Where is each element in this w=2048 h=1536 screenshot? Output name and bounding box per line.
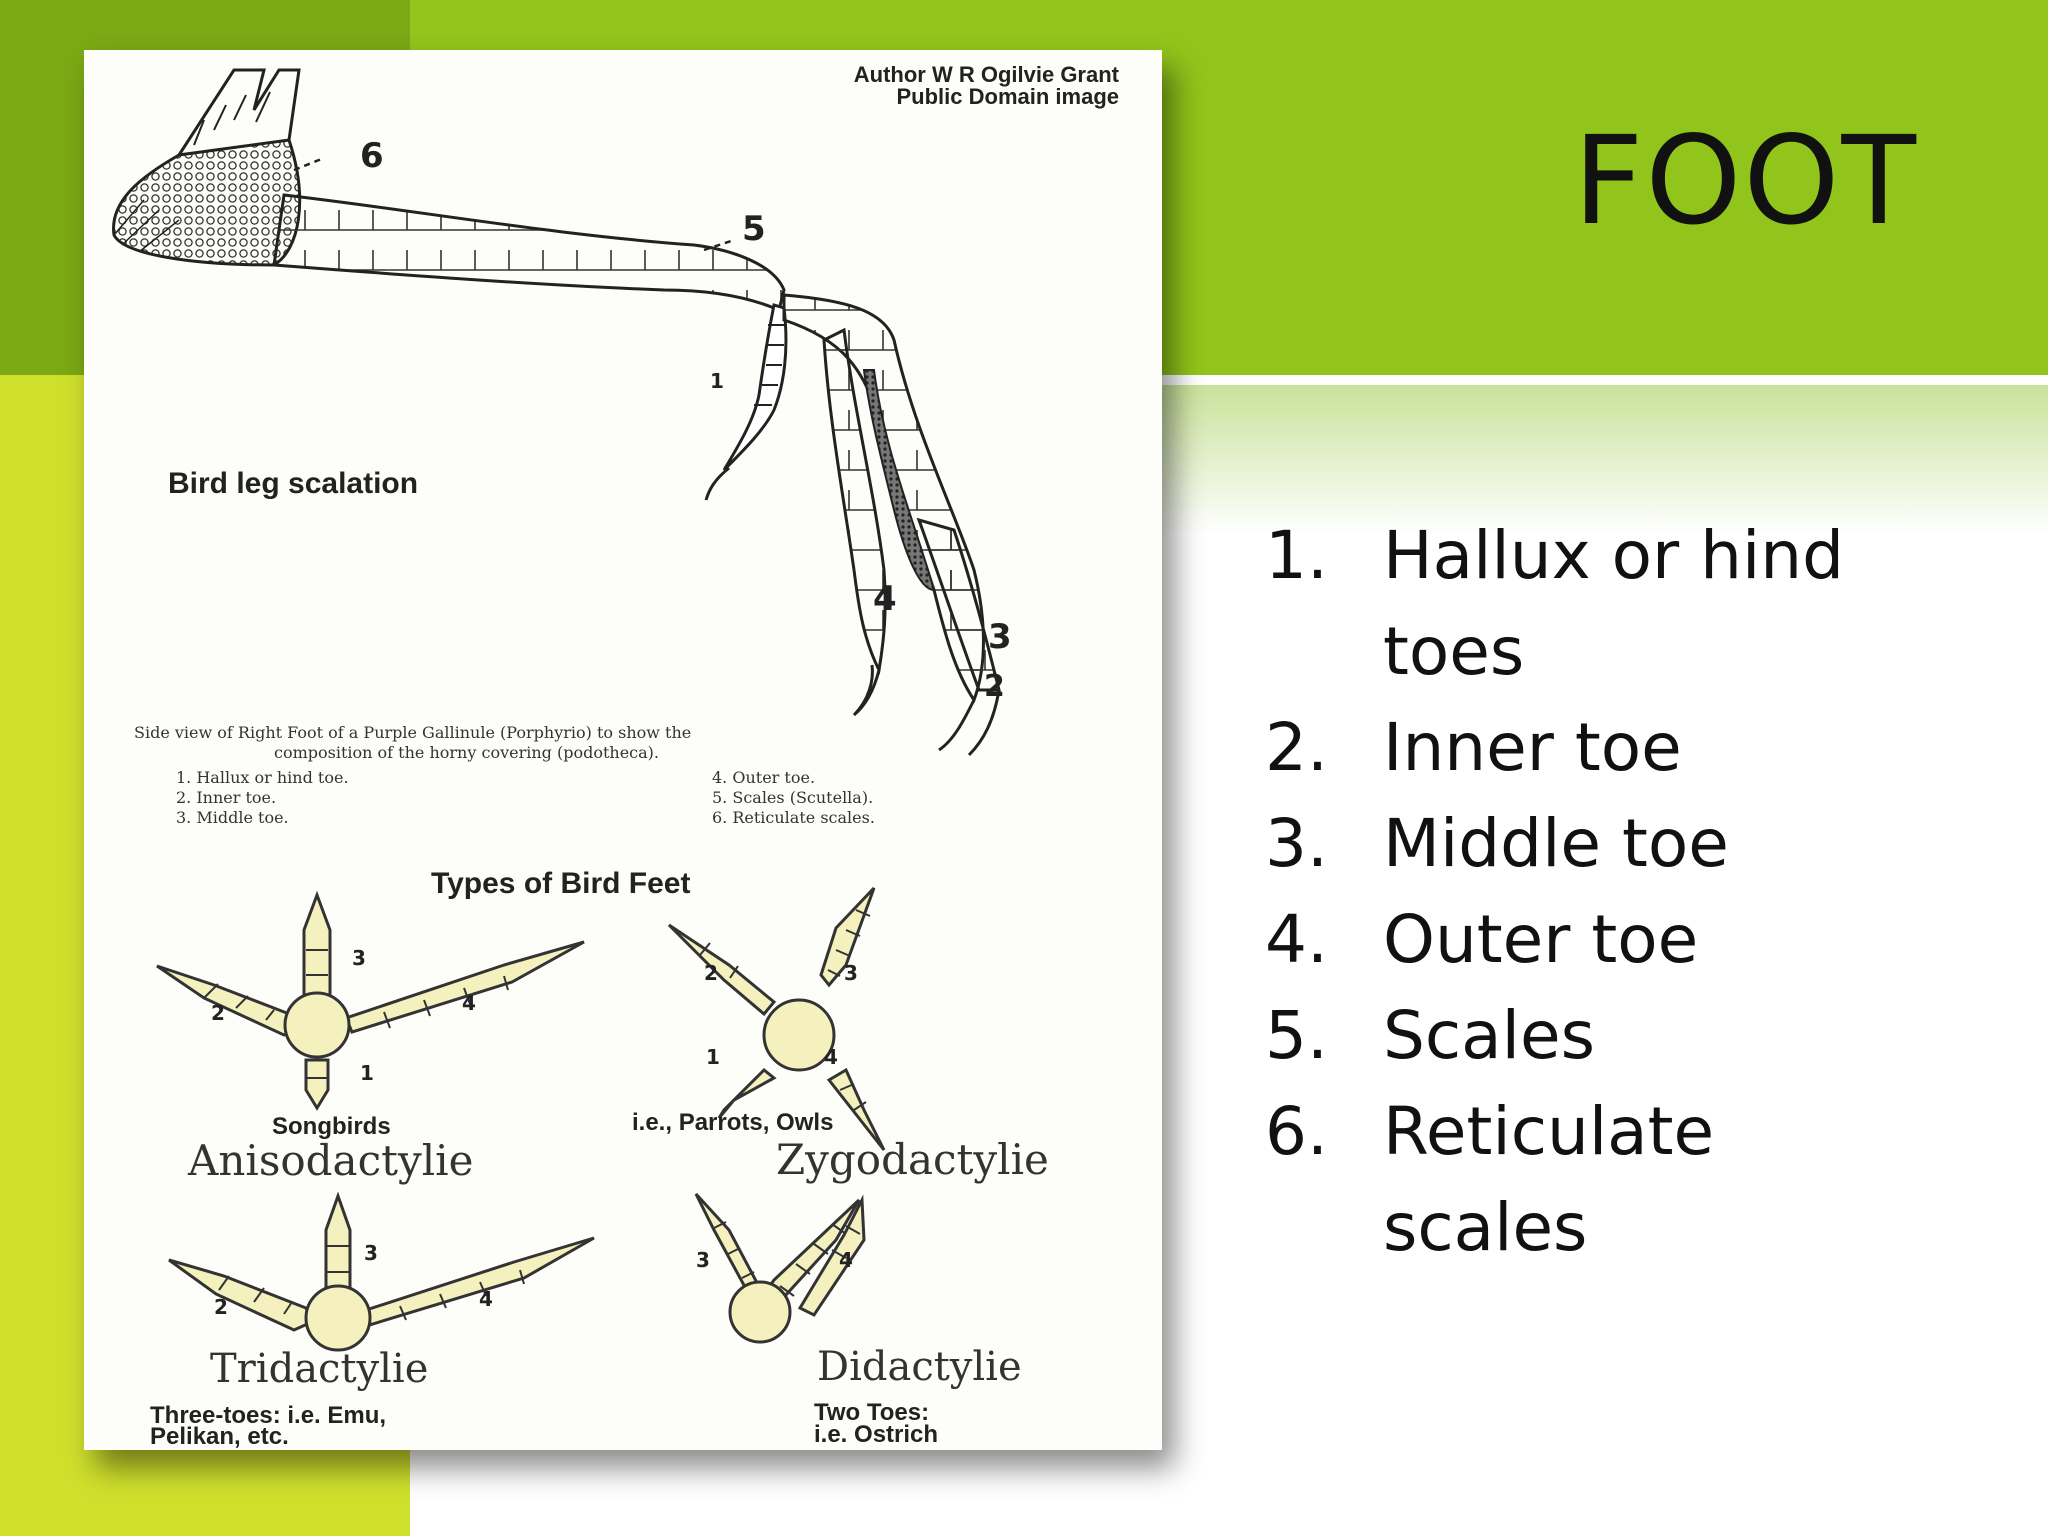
list-text: Hallux or hind toes — [1383, 517, 1845, 690]
zygo-toe-2: 2 — [704, 961, 718, 985]
list-number: 1. — [1265, 517, 1328, 594]
list-text: Scales — [1383, 997, 1595, 1074]
caption-item-4: 4. Outer toe. — [712, 768, 815, 787]
list-number: 3. — [1265, 805, 1328, 882]
list-item: 1. Hallux or hind toes — [1265, 508, 1923, 700]
aniso-toe-1: 1 — [360, 1061, 374, 1085]
tri-toe-3: 3 — [364, 1241, 378, 1265]
leg-title: Bird leg scalation — [168, 467, 418, 500]
list-item: 5. Scales — [1265, 988, 1923, 1084]
leg-marker-6: 6 — [360, 136, 384, 176]
list-text: Reticulate scales — [1383, 1093, 1715, 1266]
toe-list: 1. Hallux or hind toes 2. Inner toe 3. Midd… — [1265, 508, 1923, 1276]
caption-item-5: 5. Scales (Scutella). — [712, 788, 873, 807]
tridactylie-diagram — [168, 1191, 595, 1352]
leg-marker-2: 2 — [984, 669, 1005, 704]
leg-marker-5: 5 — [742, 209, 766, 249]
aniso-group: Songbirds — [272, 1113, 391, 1140]
tri-toe-4: 4 — [479, 1287, 493, 1311]
caption-item-6: 6. Reticulate scales. — [712, 808, 875, 827]
list-text: Inner toe — [1383, 709, 1682, 786]
list-text: Outer toe — [1383, 901, 1699, 978]
bird-feet-figure: Author W R Ogilvie Grant Public Domain i… — [84, 50, 1162, 1450]
anisodactylie-diagram — [156, 890, 585, 1111]
aniso-toe-2: 2 — [211, 1001, 225, 1025]
zygo-group: i.e., Parrots, Owls — [632, 1109, 833, 1136]
tri-note-1: Three-toes: i.e. Emu, — [150, 1402, 386, 1429]
leg-marker-3: 3 — [988, 617, 1012, 657]
list-item: 4. Outer toe — [1265, 892, 1923, 988]
zygo-toe-3: 3 — [844, 961, 858, 985]
credit-author: Author W R Ogilvie Grant — [854, 62, 1120, 87]
zygo-toe-4: 4 — [824, 1045, 838, 1069]
list-number: 5. — [1265, 997, 1328, 1074]
list-item: 3. Middle toe — [1265, 796, 1923, 892]
zygo-toe-1: 1 — [706, 1045, 720, 1069]
di-toe-3: 3 — [696, 1248, 710, 1272]
caption-item-1: 1. Hallux or hind toe. — [176, 768, 349, 787]
caption-item-2: 2. Inner toe. — [176, 788, 276, 807]
list-number: 6. — [1265, 1093, 1328, 1170]
tri-note-2: Pelikan, etc. — [150, 1423, 289, 1450]
credit-license: Public Domain image — [897, 84, 1120, 109]
di-note-1: Two Toes: — [814, 1399, 929, 1426]
di-name: Didactylie — [817, 1344, 1022, 1390]
aniso-name: Anisodactylie — [187, 1136, 473, 1185]
caption-line-2: composition of the horny covering (podot… — [274, 743, 659, 762]
divider-line — [410, 375, 2048, 385]
tri-name: Tridactylie — [210, 1346, 428, 1392]
leg-marker-4: 4 — [873, 579, 897, 619]
tri-toe-2: 2 — [214, 1295, 228, 1319]
list-item: 2. Inner toe — [1265, 700, 1923, 796]
list-text: Middle toe — [1383, 805, 1729, 882]
list-number: 2. — [1265, 709, 1328, 786]
di-note-2: i.e. Ostrich — [814, 1421, 938, 1448]
di-toe-4: 4 — [839, 1248, 853, 1272]
aniso-toe-4: 4 — [462, 991, 476, 1015]
list-item: 6. Reticulate scales — [1265, 1084, 1923, 1276]
list-number: 4. — [1265, 901, 1328, 978]
caption-item-3: 3. Middle toe. — [176, 808, 289, 827]
zygodactylie-diagram — [667, 886, 886, 1151]
aniso-toe-3: 3 — [352, 946, 366, 970]
leg-marker-1: 1 — [710, 369, 724, 393]
types-title: Types of Bird Feet — [431, 867, 690, 900]
zygo-name: Zygodactylie — [776, 1135, 1049, 1184]
didactylie-diagram — [694, 1192, 866, 1344]
bird-leg-drawing — [112, 68, 1001, 757]
caption-line-1: Side view of Right Foot of a Purple Gall… — [134, 723, 691, 742]
slide-title: FOOT — [1573, 110, 1918, 252]
